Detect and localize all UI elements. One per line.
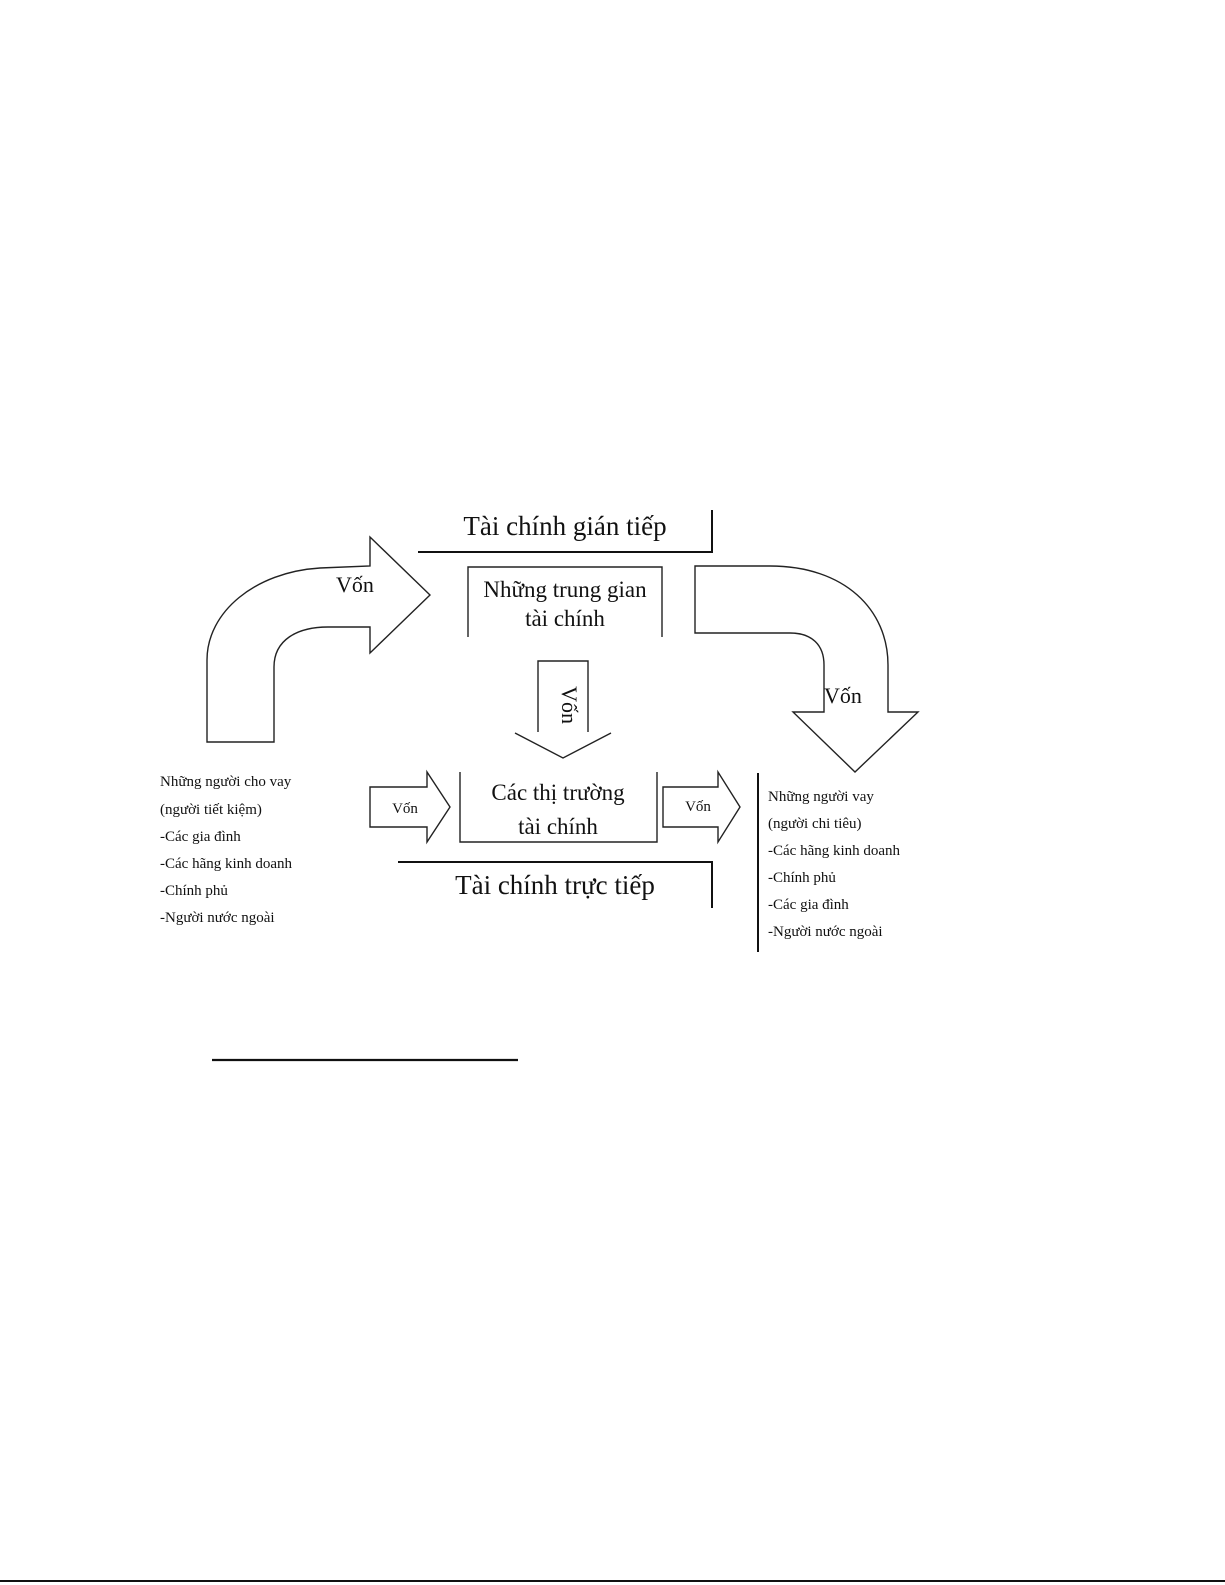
arrow-label-von-lenders-intermediaries: Vốn (336, 572, 374, 597)
curved-arrow-lenders-to-intermediaries: Vốn (206, 535, 432, 743)
intermediaries-line-2: tài chính (525, 606, 605, 631)
lenders-block: Những người cho vay (người tiết kiệm) -C… (160, 774, 293, 926)
borrowers-item: -Các hãng kinh doanh (768, 843, 901, 859)
arrow-label-von-right: Vốn (685, 799, 711, 815)
arrow-label-von-vertical: Vốn (557, 686, 582, 724)
curved-arrow-intermediaries-to-borrowers: Vốn (694, 565, 920, 773)
financial-intermediaries-box: Những trung gian tài chính (467, 566, 663, 637)
lenders-subtitle: (người tiết kiệm) (160, 802, 262, 818)
lenders-item: -Chính phủ (160, 883, 228, 899)
direct-finance-title: Tài chính trực tiếp (455, 870, 655, 900)
intermediaries-line-1: Những trung gian (483, 577, 647, 602)
arrow-label-von-intermediaries-borrowers: Vốn (824, 683, 862, 708)
borrowers-subtitle: (người chi tiêu) (768, 816, 862, 832)
block-arrow-lenders-to-markets: Vốn (369, 769, 451, 845)
indirect-finance-title: Tài chính gián tiếp (463, 511, 666, 541)
lenders-title: Những người cho vay (160, 774, 292, 790)
lenders-item: -Các hãng kinh doanh (160, 856, 293, 872)
borrowers-item: -Chính phủ (768, 870, 836, 886)
lenders-item: -Các gia đình (160, 829, 241, 845)
down-arrow-intermediaries-to-markets: Vốn (514, 660, 612, 759)
indirect-finance-header: Tài chính gián tiếp (418, 510, 713, 553)
arrow-label-von-left: Vốn (392, 801, 418, 817)
borrowers-item: -Các gia đình (768, 897, 849, 913)
markets-line-1: Các thị trường (491, 780, 625, 805)
borrowers-item: -Người nước ngoài (768, 924, 883, 940)
direct-finance-footer: Tài chính trực tiếp (398, 861, 713, 908)
financial-markets-box: Các thị trường tài chính (459, 772, 658, 843)
block-arrow-markets-to-borrowers: Vốn (662, 769, 741, 845)
borrowers-block: Những người vay (người chi tiêu) -Các hã… (757, 773, 901, 952)
borrowers-title: Những người vay (768, 789, 874, 805)
lenders-item: -Người nước ngoài (160, 910, 275, 926)
markets-line-2: tài chính (518, 814, 598, 839)
